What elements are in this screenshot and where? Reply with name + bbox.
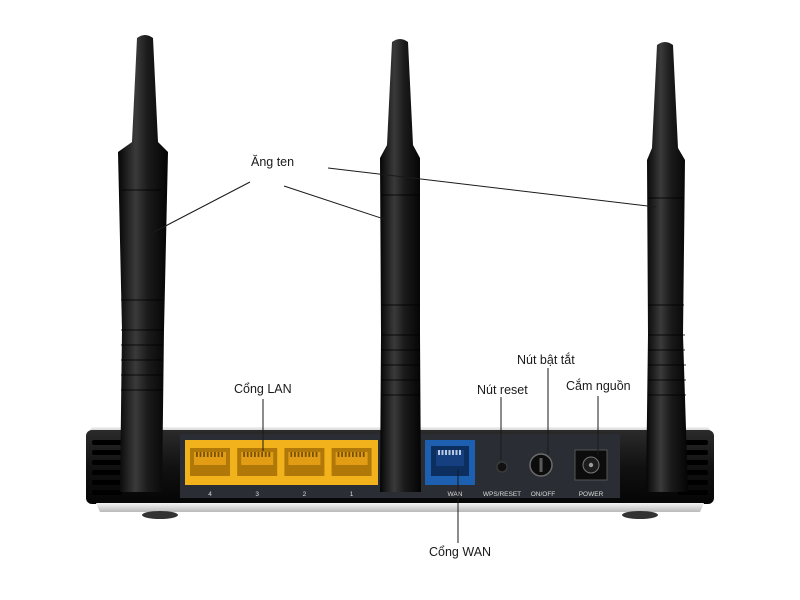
lan-port-numbers: 4 3 2 1 <box>208 491 354 498</box>
lan-port-number: 4 <box>208 491 212 498</box>
wan-port-text: WAN <box>448 491 463 498</box>
lan-port-pin <box>261 452 263 457</box>
lan-port-number: 3 <box>255 491 259 498</box>
lan-port-number: 1 <box>350 491 354 498</box>
callout-power-jack: Cắm nguồn <box>566 379 631 393</box>
lan-port-pin <box>312 452 314 457</box>
wan-port-pins <box>438 450 461 455</box>
lan-port-pin <box>352 452 354 457</box>
lan-port-pin <box>254 452 256 457</box>
lan-port-pin <box>294 452 296 457</box>
router-bottom-lip <box>96 503 704 512</box>
lan-port-pin <box>315 452 318 457</box>
callout-lan-port: Cổng LAN <box>234 382 292 396</box>
lan-ports <box>190 448 372 476</box>
leader-antenna-right <box>327 167 657 208</box>
lan-port-pin <box>264 452 267 457</box>
lan-port-pin <box>246 452 249 457</box>
left-vents <box>92 440 122 495</box>
callout-wan-port: Cổng WAN <box>429 545 492 559</box>
lan-port-pin <box>348 452 351 457</box>
lan-port-pin <box>341 452 343 457</box>
reset-button-hole <box>496 461 508 473</box>
antenna-left <box>118 35 168 492</box>
leader-antenna-center <box>283 185 388 221</box>
lan-port-pin <box>221 452 223 457</box>
lan-port-pin <box>257 452 260 457</box>
router-foot-right <box>622 511 658 519</box>
lan-port-pin <box>355 452 358 457</box>
lan-port-pin <box>196 452 198 457</box>
wps-reset-text: WPS/RESET <box>483 491 521 498</box>
lan-port-pin <box>304 452 307 457</box>
lan-port-pin <box>297 452 300 457</box>
lan-port-pin <box>250 452 253 457</box>
antenna-right <box>646 42 688 492</box>
lan-port-pin <box>301 452 303 457</box>
leader-lines <box>151 167 657 543</box>
lan-port-pin <box>210 452 213 457</box>
callout-on-off-button: Nút bật tắt <box>517 353 575 367</box>
power-text: POWER <box>579 491 604 498</box>
on-off-button-mark <box>539 458 543 472</box>
lan-port-pin <box>362 452 365 457</box>
callout-antenna: Ăng ten <box>251 155 295 169</box>
lan-port-pin <box>243 452 245 457</box>
lan-port-pin <box>214 452 216 457</box>
leader-antenna-left <box>151 181 251 234</box>
lan-port-pin <box>290 452 293 457</box>
lan-port-pin <box>268 452 271 457</box>
lan-port-pin <box>203 452 205 457</box>
on-off-text: ON/OFF <box>531 491 556 498</box>
antenna-center <box>380 39 421 492</box>
lan-port-pin <box>308 452 311 457</box>
router-foot-left <box>142 511 178 519</box>
lan-port-pin <box>217 452 220 457</box>
power-jack-pin <box>588 462 594 468</box>
callout-reset-button: Nút reset <box>477 383 528 397</box>
lan-port-pin <box>344 452 347 457</box>
lan-port-number: 2 <box>303 491 307 498</box>
lan-port-pin <box>199 452 202 457</box>
lan-port-pin <box>337 452 340 457</box>
lan-port-pin <box>359 452 361 457</box>
lan-port-pin <box>206 452 209 457</box>
